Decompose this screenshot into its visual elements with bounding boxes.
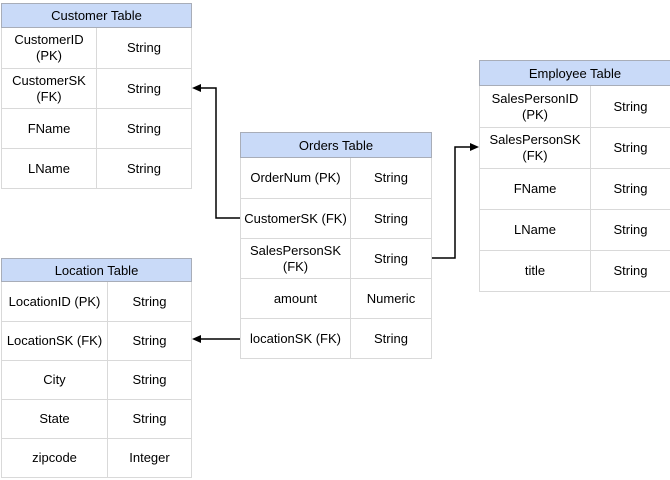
table-row: CustomerSK (FK) String bbox=[2, 68, 191, 108]
field-type-cell: String bbox=[127, 40, 161, 55]
table-row: SalesPersonSK (FK) String bbox=[241, 238, 431, 278]
field-name-cell: SalesPersonSK (FK) bbox=[480, 128, 591, 168]
field-type-cell: String bbox=[132, 293, 167, 309]
field-type-cell: String bbox=[613, 181, 648, 196]
field-name-cell: CustomerSK (FK) bbox=[241, 199, 351, 238]
field-name-cell: State bbox=[2, 400, 108, 438]
field-name-cell: locationSK (FK) bbox=[241, 319, 351, 358]
table-row: State String bbox=[2, 399, 191, 438]
customer-table-header: Customer Table bbox=[1, 3, 192, 28]
table-row: SalesPersonSK (FK) String bbox=[480, 127, 670, 168]
field-name-cell: LName bbox=[2, 149, 97, 188]
field-type-cell: String bbox=[127, 80, 161, 96]
relationship-arrow-orders-to-customer bbox=[192, 84, 240, 219]
field-type-cell: Numeric bbox=[366, 290, 416, 306]
field-type-cell: String bbox=[132, 411, 167, 426]
orders-table-header: Orders Table bbox=[240, 132, 432, 158]
field-name-cell: CustomerSK (FK) bbox=[2, 69, 97, 108]
location-table-header: Location Table bbox=[1, 258, 192, 282]
field-type-cell: String bbox=[374, 210, 408, 226]
table-row: locationSK (FK) String bbox=[241, 318, 431, 358]
table-row: LocationSK (FK) String bbox=[2, 321, 191, 360]
field-name-cell: City bbox=[2, 361, 108, 399]
field-name-cell: FName bbox=[2, 109, 97, 148]
field-name-cell: LName bbox=[480, 210, 591, 250]
table-row: OrderNum (PK) String bbox=[241, 158, 431, 198]
field-type-cell: String bbox=[613, 140, 648, 155]
table-row: CustomerSK (FK) String bbox=[241, 198, 431, 238]
field-type-cell: String bbox=[613, 263, 648, 278]
table-row: zipcode Integer bbox=[2, 438, 191, 477]
table-row: City String bbox=[2, 360, 191, 399]
field-name-cell: FName bbox=[480, 169, 591, 209]
table-row: FName String bbox=[2, 108, 191, 148]
field-name-cell: LocationSK (FK) bbox=[2, 322, 108, 360]
employee-table-header: Employee Table bbox=[479, 60, 670, 86]
field-name-cell: amount bbox=[241, 279, 351, 318]
field-name-cell: SalesPersonSK (FK) bbox=[241, 239, 351, 278]
field-type-cell: String bbox=[127, 120, 161, 136]
field-type-cell: String bbox=[613, 222, 648, 237]
table-row: LName String bbox=[480, 209, 670, 250]
table-row: FName String bbox=[480, 168, 670, 209]
field-type-cell: String bbox=[374, 330, 408, 346]
field-name-cell: LocationID (PK) bbox=[2, 282, 108, 321]
table-row: title String bbox=[480, 250, 670, 291]
table-row: CustomerID (PK) String bbox=[2, 28, 191, 68]
field-type-cell: String bbox=[132, 333, 167, 348]
field-name-cell: CustomerID (PK) bbox=[2, 28, 97, 68]
table-row: amount Numeric bbox=[241, 278, 431, 318]
field-type-cell: String bbox=[613, 98, 648, 114]
field-type-cell: String bbox=[132, 372, 167, 387]
field-name-cell: OrderNum (PK) bbox=[241, 158, 351, 198]
field-type-cell: String bbox=[374, 170, 408, 185]
field-name-cell: title bbox=[480, 251, 591, 291]
table-row: SalesPersonID (PK) String bbox=[480, 86, 670, 127]
relationship-arrow-orders-to-employee bbox=[432, 143, 479, 259]
field-type-cell: String bbox=[127, 160, 161, 176]
table-row: LName String bbox=[2, 148, 191, 188]
table-row: LocationID (PK) String bbox=[2, 282, 191, 321]
field-name-cell: zipcode bbox=[2, 439, 108, 477]
field-type-cell: Integer bbox=[129, 450, 170, 465]
field-name-cell: SalesPersonID (PK) bbox=[480, 86, 591, 127]
field-type-cell: String bbox=[374, 250, 408, 266]
